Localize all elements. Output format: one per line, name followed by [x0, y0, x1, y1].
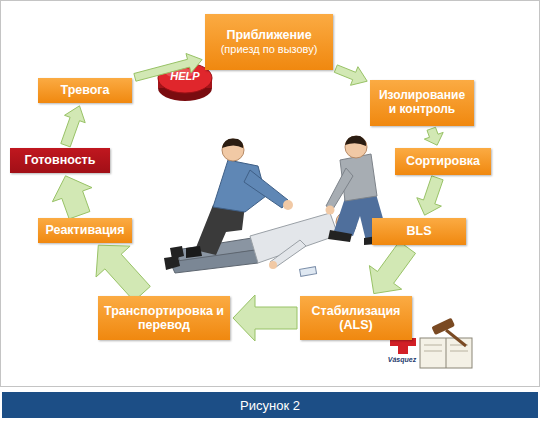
step-box: Приближение(приезд по вызову) [205, 14, 333, 70]
cycle-arrow [424, 127, 443, 145]
patient-figure [164, 212, 357, 276]
frame [1, 1, 540, 387]
step-box: Готовность [10, 148, 110, 173]
cycle-arrow [233, 295, 297, 341]
cycle-arrow [96, 245, 150, 301]
step-label: Приближение [226, 28, 311, 42]
step-label: Тревога [60, 83, 109, 97]
step-label: Сортировка [406, 154, 480, 168]
step-box: Сортировка [395, 148, 491, 175]
step-label: BLS [407, 224, 432, 238]
step-box: Реактивация [38, 218, 132, 243]
step-box: Изолирование и контроль [370, 80, 474, 126]
cycle-arrow [369, 242, 415, 294]
step-box: Стабилизация (ALS) [300, 296, 412, 340]
watermark-text: Vásquez [380, 356, 424, 363]
step-label: Реактивация [45, 223, 124, 237]
step-box: BLS [372, 218, 466, 245]
step-label: Транспортировка и перевод [102, 304, 226, 333]
cycle-arrow [52, 176, 92, 219]
step-box: Транспортировка и перевод [98, 296, 230, 340]
cycle-arrow [334, 65, 367, 85]
cycle-arrow [417, 176, 443, 215]
step-label: Готовность [25, 153, 96, 167]
step-label: Стабилизация (ALS) [304, 304, 408, 333]
button-label: HELP [160, 70, 210, 82]
step-box: Тревога [38, 78, 132, 103]
figure-caption: Рисунок 2 [2, 392, 538, 418]
step-label: (приезд по вызову) [221, 43, 318, 56]
cycle-arrow [61, 106, 85, 147]
step-label: Изолирование и контроль [374, 89, 470, 117]
caption-band [2, 392, 538, 418]
rescuer-figure [186, 138, 293, 258]
